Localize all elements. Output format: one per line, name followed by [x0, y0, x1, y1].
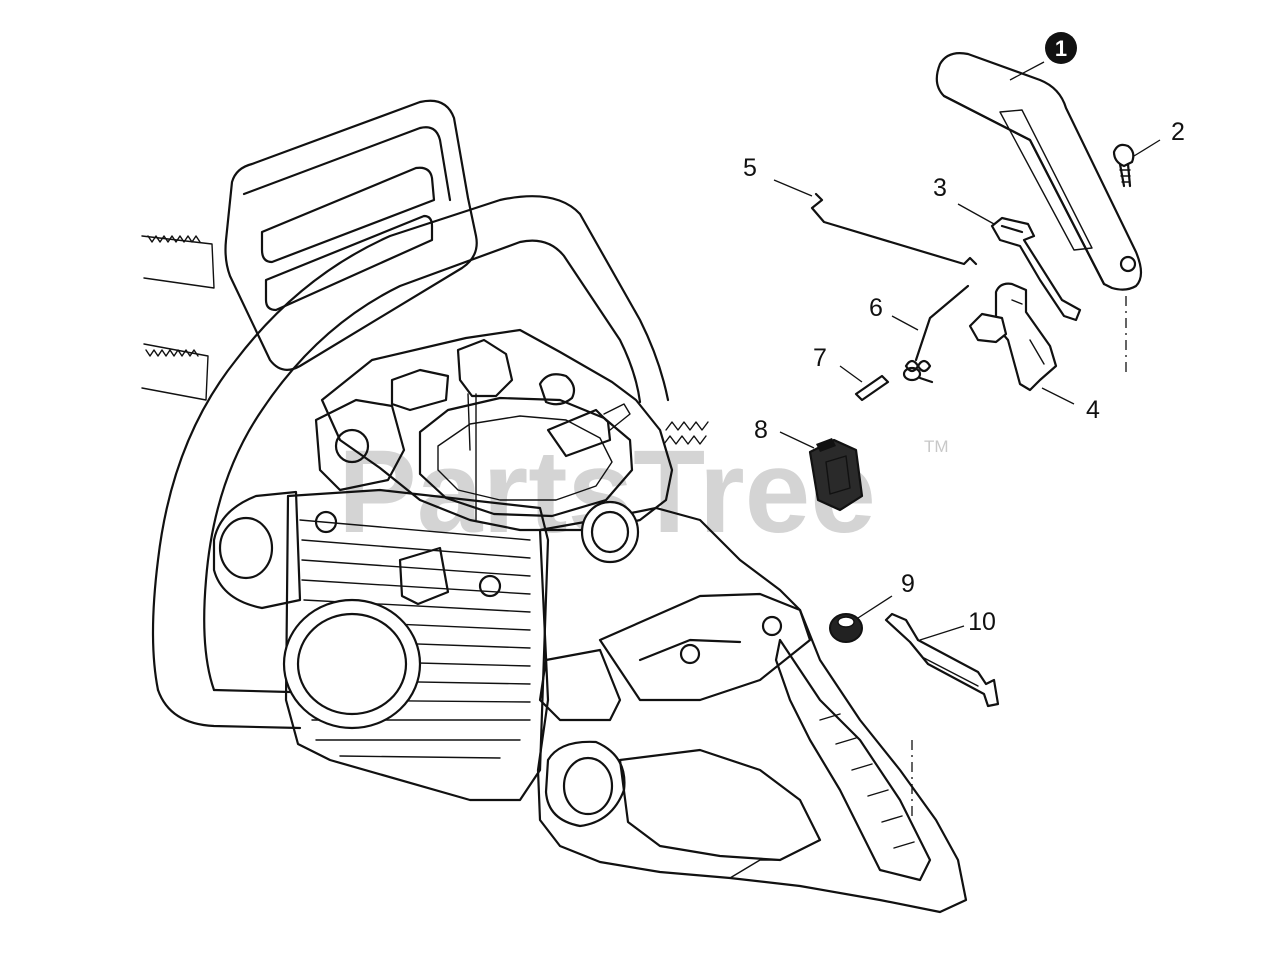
callout-1[interactable]: 1 [1045, 32, 1077, 64]
starter-housing [212, 488, 550, 802]
callouts: 1 2 3 4 5 6 7 8 9 10 [743, 32, 1185, 636]
callout-4[interactable]: 4 [1086, 396, 1100, 424]
callout-1-label: 1 [1055, 36, 1067, 61]
part-7-pin [854, 374, 890, 402]
part-3-lockout-lever [990, 216, 1082, 322]
part-6-spring [902, 284, 970, 384]
guide-bar-stub [141, 235, 215, 401]
callout-10[interactable]: 10 [968, 608, 996, 636]
part-2-screw [1112, 143, 1135, 188]
part-8-plug [808, 438, 864, 512]
part-10-stop-lever [884, 612, 1000, 708]
watermark-trademark: TM [924, 437, 949, 456]
callout-3[interactable]: 3 [933, 174, 947, 202]
leader-lines [773, 61, 1161, 641]
callout-2[interactable]: 2 [1171, 118, 1185, 146]
callout-9[interactable]: 9 [901, 570, 915, 598]
part-4-throttle-trigger [968, 282, 1058, 392]
callout-7[interactable]: 7 [813, 344, 827, 372]
crankcase [536, 500, 968, 914]
callout-5[interactable]: 5 [743, 154, 757, 182]
hand-guard [224, 99, 478, 371]
callout-8[interactable]: 8 [754, 416, 768, 444]
chainsaw-powerhead [141, 99, 968, 914]
callout-6[interactable]: 6 [869, 294, 883, 322]
part-1-handle-cover [935, 52, 1143, 372]
part-5-throttle-rod [810, 192, 978, 266]
callout-1-highlight-circle [1045, 32, 1077, 64]
front-handle [151, 195, 670, 730]
part-9-grommet [829, 613, 863, 643]
